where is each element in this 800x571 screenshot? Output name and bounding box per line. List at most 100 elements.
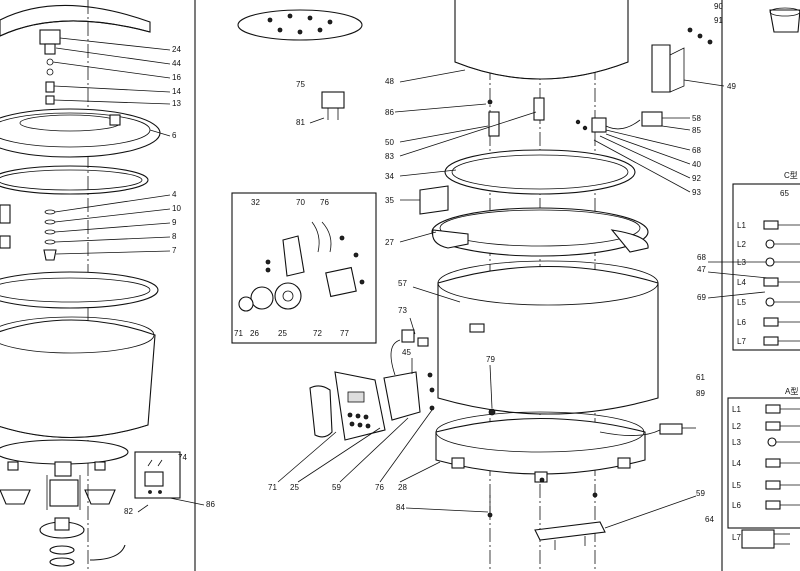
legend-c-row-6: L6 [737, 318, 746, 327]
callout-76a: 76 [320, 198, 329, 207]
callout-92: 92 [692, 174, 701, 183]
callout-59a: 59 [332, 483, 341, 492]
heating-plate [0, 439, 129, 567]
callout-69: 69 [697, 293, 706, 302]
legend-c-header: C型 [784, 171, 798, 180]
callout-71b: 71 [268, 483, 277, 492]
callout-83: 83 [385, 152, 394, 161]
legend-a-row: L4 [732, 458, 800, 468]
callout-68b: 68 [697, 253, 706, 262]
legend-a-row-3: L3 [732, 438, 741, 447]
control-panel-71 [309, 329, 435, 441]
legend-c-row: L7 [737, 336, 800, 346]
body-cylinder-57 [437, 260, 659, 415]
callout-89: 89 [696, 389, 705, 398]
callout-61: 61 [696, 373, 705, 382]
sealing-ring [0, 165, 149, 195]
callout-76b: 76 [375, 483, 384, 492]
callout-75: 75 [296, 80, 305, 89]
right-callouts: 90 91 49 58 85 68 40 92 93 61 89 59 64 6… [593, 2, 789, 529]
legend-c-row: L3 [737, 257, 800, 267]
legend-a-row-5: L5 [732, 481, 741, 490]
callout-8: 8 [172, 232, 177, 241]
callout-81: 81 [296, 118, 305, 127]
callout-73: 73 [398, 306, 407, 315]
callout-77: 77 [340, 329, 349, 338]
callout-57: 57 [398, 279, 407, 288]
left-callouts: 24 44 16 14 13 6 4 10 9 8 7 74 82 86 [52, 37, 215, 516]
callout-86b: 86 [206, 500, 215, 509]
callout-16: 16 [172, 73, 181, 82]
callout-7: 7 [172, 246, 177, 255]
legend-a-row-4: L4 [732, 459, 741, 468]
legend-a-header: A型 [785, 387, 798, 396]
seal-ring-34 [444, 149, 636, 195]
callout-25b: 25 [290, 483, 299, 492]
callout-58: 58 [692, 114, 701, 123]
legend-c-row-5: L5 [737, 298, 746, 307]
rim-ring [0, 271, 159, 309]
bottom-plate-59 [534, 521, 606, 550]
callout-10: 10 [172, 204, 181, 213]
legend-a-row: L3 [732, 437, 800, 447]
upper-housing-27 [431, 207, 649, 257]
callout-84: 84 [396, 503, 405, 512]
lid-assembly [0, 4, 161, 309]
legend-c-row-1: L1 [737, 221, 746, 230]
callout-82: 82 [124, 507, 133, 516]
legend-a-row: L1 [732, 404, 800, 414]
callout-79: 79 [486, 355, 495, 364]
gasket-top [237, 9, 363, 41]
legend-a-row: L2 [732, 421, 800, 431]
callout-91: 91 [714, 16, 723, 25]
power-cord-61 [599, 423, 696, 436]
callout-13: 13 [172, 99, 181, 108]
legend-c-row-4: L4 [737, 278, 746, 287]
legend-a-type: A型 L1 L2 L3 L4 L5 L6 L7 [727, 387, 800, 542]
legend-a-row: L7 [732, 533, 741, 542]
legend-c-row-7: L7 [737, 337, 746, 346]
callout-49: 49 [727, 82, 736, 91]
legend-a-row-2: L2 [732, 422, 741, 431]
legend-a-row-6: L6 [732, 501, 741, 510]
callout-47: 47 [697, 265, 706, 274]
callout-59b: 59 [696, 489, 705, 498]
thermostat-detail-box [134, 451, 181, 499]
callout-32: 32 [251, 198, 260, 207]
cup-shape [769, 9, 800, 33]
callout-48: 48 [385, 77, 394, 86]
valve-cap [39, 29, 61, 45]
callout-64: 64 [705, 515, 714, 524]
callout-71a: 71 [234, 329, 243, 338]
callout-72: 72 [313, 329, 322, 338]
legend-c-row: L5 [737, 297, 800, 307]
callout-9: 9 [172, 218, 177, 227]
legend-a-row: L5 [732, 480, 800, 490]
legend-c-row-3: L3 [737, 258, 746, 267]
callout-34: 34 [385, 172, 394, 181]
callout-14: 14 [172, 87, 181, 96]
callout-40: 40 [692, 160, 701, 169]
callout-86: 86 [385, 108, 394, 117]
inner-pot [0, 316, 156, 438]
legend-c-row: L6 [737, 317, 800, 327]
callout-93: 93 [692, 188, 701, 197]
callout-65: 65 [780, 189, 789, 198]
callout-74: 74 [178, 453, 187, 462]
callout-6: 6 [172, 131, 177, 140]
callout-24: 24 [172, 45, 181, 54]
callout-85: 85 [692, 126, 701, 135]
base-28 [435, 411, 646, 483]
callout-26: 26 [250, 329, 259, 338]
legend-a-row: L6 [732, 500, 800, 510]
legend-c-row: L4 [737, 277, 800, 287]
callout-70: 70 [296, 198, 305, 207]
legend-a-row-7: L7 [732, 533, 741, 542]
plate-64 [741, 529, 790, 549]
callout-28: 28 [398, 483, 407, 492]
callout-44: 44 [172, 59, 181, 68]
center-callouts: 75 81 86 48 50 83 34 35 27 57 73 45 79 3… [234, 69, 537, 513]
legend-c-row-2: L2 [737, 240, 746, 249]
legend-a-row-1: L1 [732, 405, 741, 414]
